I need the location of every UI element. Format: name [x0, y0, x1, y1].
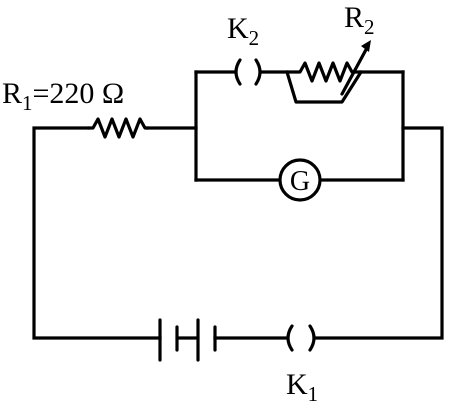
label-r2: R2 — [344, 1, 375, 39]
resistor-r1 — [86, 117, 150, 139]
galvanometer: G — [278, 158, 322, 202]
label-k2: K2 — [227, 12, 259, 50]
galvanometer-label: G — [290, 166, 310, 197]
key-k2-left-arc — [234, 58, 242, 86]
wire-left — [32, 126, 162, 340]
rheostat-r2-zigzag — [285, 61, 363, 83]
key-k1 — [286, 324, 316, 352]
wire-bottom-right — [314, 126, 444, 340]
key-k2 — [234, 58, 262, 86]
rheostat-r2-bypass — [285, 70, 363, 104]
label-r1: R1=220 Ω — [2, 77, 124, 115]
rheostat-r2-arrowhead — [361, 40, 371, 52]
key-k2-right-arc — [254, 58, 262, 86]
key-k1-right-arc — [308, 324, 316, 352]
battery — [158, 318, 217, 362]
rheostat-r2 — [285, 40, 371, 104]
wires — [32, 70, 444, 340]
resistor-r1-zigzag — [86, 117, 150, 139]
key-k1-left-arc — [286, 324, 294, 352]
label-k1: K1 — [286, 368, 318, 406]
galvanometer-circle — [278, 158, 322, 202]
rheostat-r2-arrow-line — [340, 44, 370, 96]
